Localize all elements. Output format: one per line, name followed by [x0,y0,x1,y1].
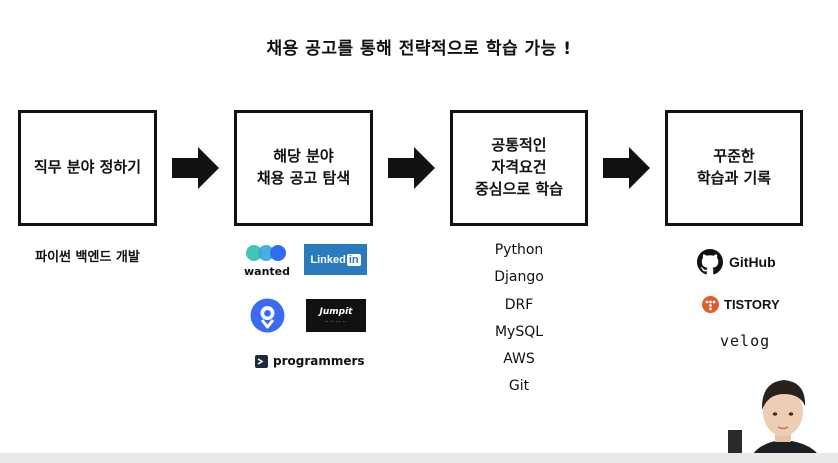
skill-item: Git [508,378,530,395]
linkedin-in-badge: in [346,253,361,266]
right-arrow-icon [603,147,650,189]
slide-title: 채용 공고를 통해 전략적으로 학습 가능 ! [266,39,572,59]
right-arrow-icon [172,147,219,189]
github-octocat-icon [697,249,723,275]
step-label: 해당 분야 채용 공고 탐색 [256,147,351,187]
wanted-circles-icon [246,245,286,261]
github-label: GitHub [729,254,776,270]
skill-item: MySQL [494,323,544,340]
skill-item: DRF [504,296,534,313]
jumpit-logo: Jumpit ·· ·· ··· ·· [306,299,366,332]
right-arrow-icon [388,147,435,189]
step-label: 공통적인 자격요건 중심으로 학습 [474,136,564,198]
tistory-label: TISTORY [724,297,780,312]
skill-item: Django [494,269,544,286]
wanted-label: wanted [244,265,291,278]
step-box-choose-field: 직무 분야 정하기 [18,110,157,226]
step-box-study-common-requirements: 공통적인 자격요건 중심으로 학습 [450,110,588,226]
programmers-icon [255,354,268,368]
jumpit-label: Jumpit [319,307,353,317]
remember-app-icon [250,298,285,333]
step-label: 꾸준한 학습과 기록 [696,147,772,187]
presenter-webcam [728,370,838,463]
wanted-logo: wanted [244,243,290,279]
step-box-explore-postings: 해당 분야 채용 공고 탐색 [234,110,373,226]
tistory-logo: TISTORY [702,296,780,313]
field-caption: 파이썬 백엔드 개발 [35,250,140,265]
jumpit-tagline: ·· ·· ··· ·· [325,319,347,324]
step-label: 직무 분야 정하기 [33,158,142,177]
step-box-consistent-learning: 꾸준한 학습과 기록 [665,110,803,226]
velog-logo: velog [720,332,771,350]
linkedin-label: Linked [310,253,346,266]
skill-item: AWS [503,351,535,368]
skill-item: Python [494,242,544,258]
bottom-bar [0,453,838,463]
github-logo: GitHub [697,249,776,275]
programmers-logo: programmers [255,354,365,368]
programmers-label: programmers [273,354,365,368]
tistory-icon [702,296,719,313]
skills-list: Python Django DRF MySQL AWS Git [450,237,588,401]
